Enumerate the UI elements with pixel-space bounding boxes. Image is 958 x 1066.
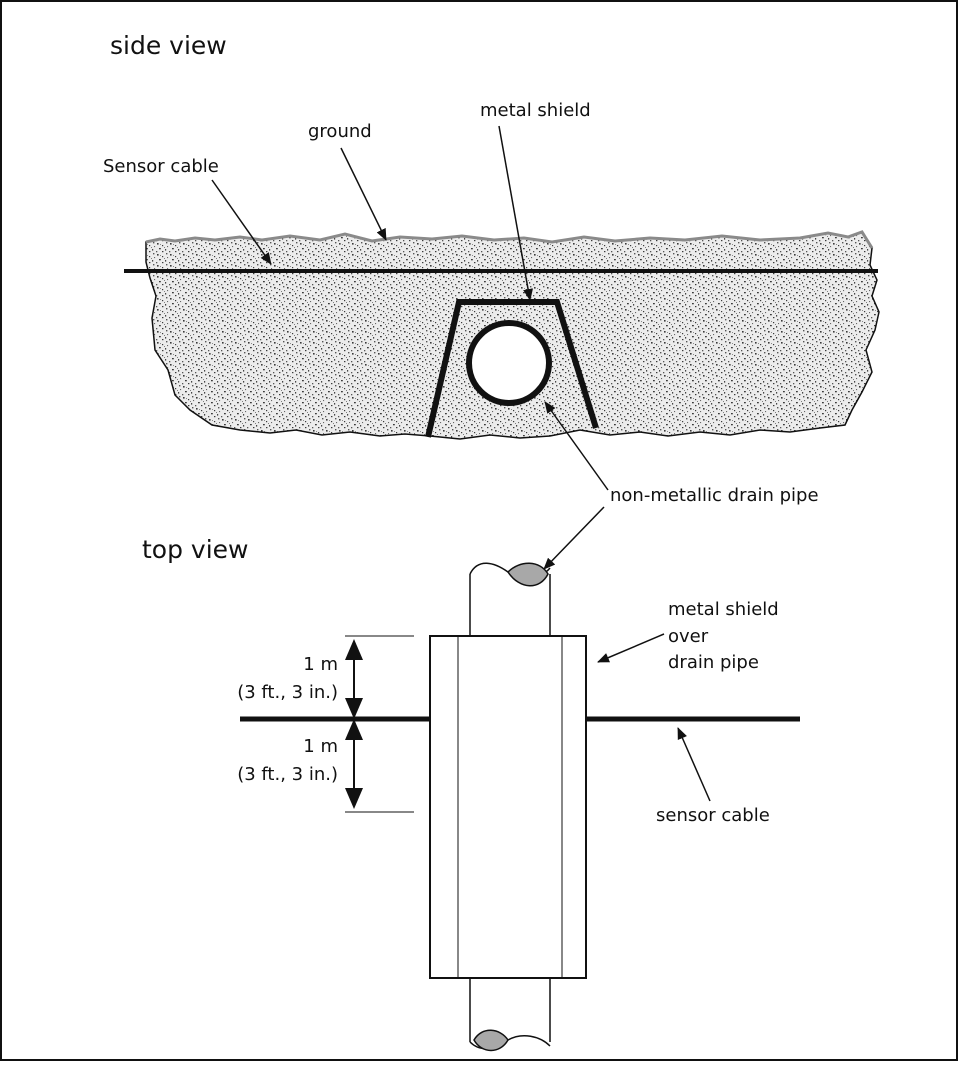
metal-shield-arrow bbox=[498, 125, 533, 301]
sensor-cable-arrow-top bbox=[677, 727, 711, 802]
metal-shield-side bbox=[425, 299, 599, 438]
dimension-markers bbox=[345, 635, 414, 813]
side-view-heading: side view bbox=[110, 31, 227, 60]
lower-dimension-imperial: (3 ft., 3 in.) bbox=[237, 764, 338, 785]
sensor-cable-arrow bbox=[211, 179, 272, 265]
drain-pipe-side bbox=[466, 320, 552, 406]
metal-shield-label: metal shield bbox=[480, 100, 591, 121]
upper-dimension-metric: 1 m bbox=[303, 654, 338, 675]
sensor-cable-label: Sensor cable bbox=[103, 156, 219, 177]
ground-label: ground bbox=[308, 121, 372, 142]
top-view-heading: top view bbox=[142, 535, 248, 564]
shield-label-line1: metal shield bbox=[668, 599, 779, 620]
drain-pipe-arrow-side bbox=[544, 401, 609, 491]
ground-surface bbox=[145, 230, 874, 249]
drain-pipe-arrow-top bbox=[543, 506, 605, 570]
ground-arrow bbox=[340, 147, 387, 241]
shield-label-line3: drain pipe bbox=[668, 652, 759, 673]
upper-dimension-imperial: (3 ft., 3 in.) bbox=[237, 682, 338, 703]
metal-shield-top bbox=[429, 635, 587, 979]
shield-label-line2: over bbox=[668, 626, 709, 647]
top-view: top view bbox=[142, 506, 800, 1052]
sensor-cable-label-top: sensor cable bbox=[656, 805, 770, 826]
side-view: side view metal shield ground Sensor cab… bbox=[103, 31, 880, 506]
lower-dimension-metric: 1 m bbox=[303, 736, 338, 757]
drain-pipe-label: non-metallic drain pipe bbox=[610, 485, 819, 506]
shield-label-arrow bbox=[597, 633, 665, 663]
drain-pipe-top-end bbox=[469, 562, 551, 637]
